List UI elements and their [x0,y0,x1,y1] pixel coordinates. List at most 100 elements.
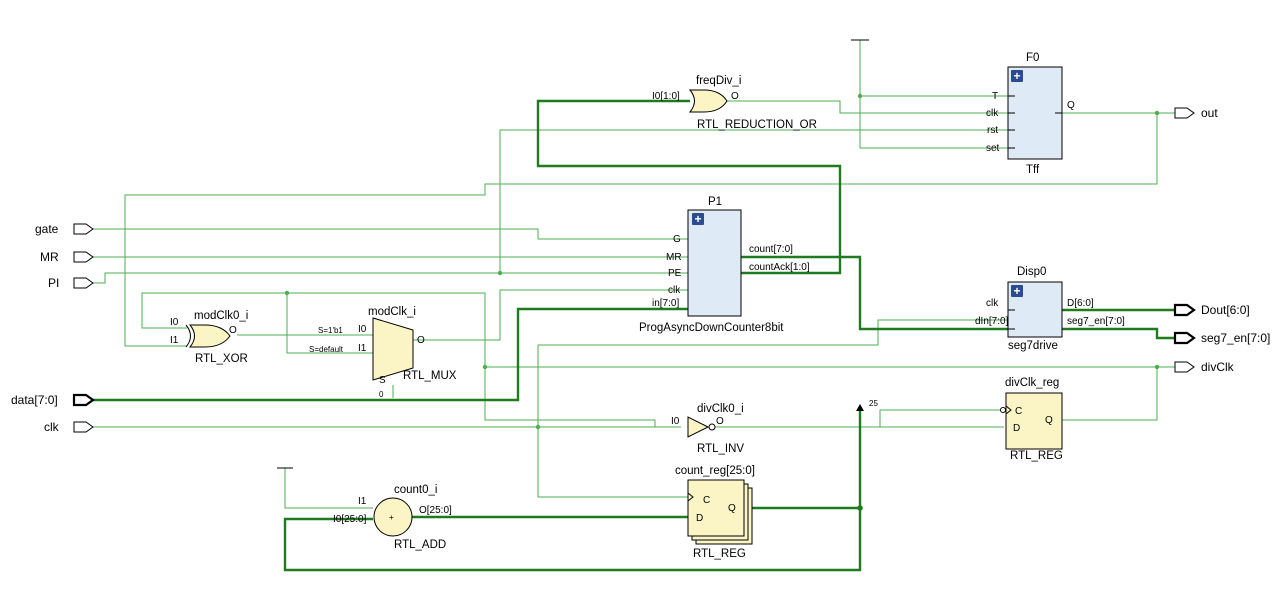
expand-icon[interactable] [1011,285,1023,297]
count0-symbol: + [389,513,394,522]
svg-text:+: + [1013,69,1020,83]
port-pi-label: PI [48,276,59,290]
port-out[interactable]: out [1174,106,1218,120]
port-pi[interactable]: PI [48,276,94,290]
modclk-pin-i0: I0 [358,324,367,335]
port-mr[interactable]: MR [40,250,94,264]
modclk-cond0: S=1'b1 [318,326,343,335]
inverter-icon [687,416,710,438]
cell-divclk0-type: RTL_INV [697,443,744,455]
port-data-label: data[7:0] [11,393,58,407]
modclk-cond1: S=default [309,345,344,354]
f0-pin-t: T [992,91,998,102]
modclk-selval: 0 [379,390,384,399]
mux-icon [372,317,414,381]
port-divclk[interactable]: divClk [1174,360,1235,374]
cell-countreg-type: RTL_REG [693,548,746,560]
cell-modclk-name: modClk_i [368,306,416,318]
output-ports: out Dout[6:0] seg7_en[7:0] divClk [1173,106,1270,374]
modclk-pin-i1: I1 [358,343,367,354]
divclkreg-pin-c: C [1015,406,1022,417]
f0-pin-q: Q [1067,100,1075,111]
port-data[interactable]: data[7:0] [11,393,95,407]
port-divclk-label: divClk [1201,360,1235,374]
cell-disp0-type: seg7drive [1008,340,1058,352]
port-clk[interactable]: clk [44,420,94,434]
cell-count0-name: count0_i [394,484,437,496]
cell-f0-type: Tff [1026,164,1040,176]
cell-countreg-name: count_reg[25:0] [675,465,755,477]
junction-dots [284,93,1160,511]
bus-tap-label: 25 [869,399,878,408]
freqdiv-pin-out: O [731,91,739,102]
disp0-pin-din: dIn[7:0] [975,316,1009,327]
p1-pin-pe: PE [668,268,682,279]
svg-text:+: + [694,212,701,226]
cell-f0-name: F0 [1026,52,1039,64]
p1-pin-countack: countAck[1:0] [749,262,810,273]
cell-divclkreg[interactable]: divClk_reg C D Q RTL_REG [1000,377,1063,462]
cell-p1-box [687,209,742,317]
cell-divclkreg-name: divClk_reg [1005,377,1059,389]
cell-p1-type: ProgAsyncDownCounter8bit [639,322,784,334]
countreg-pin-d: D [696,513,703,524]
modclk-pin-o: O [417,335,425,346]
port-seg7-en-label: seg7_en[7:0] [1201,331,1270,345]
cell-count0[interactable]: count0_i + I1 I0[25:0] O[25:0] RTL_ADD [333,484,452,551]
input-ports: gate MR PI data[7:0] clk [11,222,95,434]
divclk0-pin-out: O [716,416,724,427]
power-symbols [277,39,869,469]
modclk0-pin-o: O [229,325,237,336]
disp0-pin-d: D[6:0] [1067,298,1094,309]
port-out-label: out [1201,106,1218,120]
buses [93,99,1175,572]
countreg-pin-c: C [703,495,710,506]
port-dout[interactable]: Dout[6:0] [1173,303,1250,317]
port-clk-label: clk [44,420,60,434]
freqdiv-pin-in: I0[1:0] [652,91,680,102]
p1-pin-in: in[7:0] [652,298,679,309]
countreg-pin-q: Q [728,503,736,514]
port-gate[interactable]: gate [35,222,94,236]
modclk0-pin-i0: I0 [170,317,179,328]
cell-modclk[interactable]: modClk_i I0 I1 O S S=1'b1 S=default 0 RT… [309,306,457,399]
cell-divclkreg-type: RTL_REG [1010,450,1063,462]
cell-freqdiv-type: RTL_REDUCTION_OR [697,119,817,131]
cell-disp0-name: Disp0 [1017,266,1046,278]
cell-disp0[interactable]: Disp0 + clk dIn[7:0] D[6:0] seg7_en[7:0]… [975,266,1125,352]
port-mr-label: MR [40,250,59,264]
cell-p1-name: P1 [708,196,722,208]
divclkreg-pin-d: D [1013,423,1020,434]
port-gate-label: gate [35,222,59,236]
cell-modclk0-type: RTL_XOR [195,353,248,365]
expand-icon[interactable] [1011,70,1023,82]
cell-freqdiv[interactable]: freqDiv_i I0[1:0] O RTL_REDUCTION_OR [652,75,817,131]
xor-gate-icon [188,324,231,348]
cell-countreg[interactable]: count_reg[25:0] C D Q RTL_REG [675,465,755,560]
count0-pin-i0: I0[25:0] [333,514,367,525]
p1-pin-mr: MR [666,252,682,263]
cell-count0-type: RTL_ADD [394,539,446,551]
cell-p1[interactable]: P1 + G MR PE clk in[7:0] count[7:0] coun… [639,196,810,334]
modclk0-pin-i1: I1 [170,335,179,346]
or-gate-icon [688,89,728,113]
port-seg7-en[interactable]: seg7_en[7:0] [1173,331,1270,345]
cell-modclk0-name: modClk0_i [194,310,248,322]
modclk-pin-s: S [379,375,386,386]
disp0-pin-clk: clk [986,298,999,309]
p1-pin-count: count[7:0] [749,244,793,255]
register-icon [687,479,745,537]
divclkreg-pin-q: Q [1045,415,1053,426]
cell-divclk0[interactable]: divClk0_i I0 O RTL_INV [671,403,744,455]
cell-divclk0-name: divClk0_i [697,403,744,415]
p1-pin-g: G [673,234,681,245]
cell-f0[interactable]: F0 + T clk rst set Q Tff [986,52,1075,176]
bus-tap-marker: 25 [856,399,878,411]
port-dout-label: Dout[6:0] [1201,303,1250,317]
expand-icon[interactable] [692,213,704,225]
wires [93,40,1175,509]
cell-modclk0[interactable]: modClk0_i I0 I1 O RTL_XOR [170,310,248,365]
cell-modclk-type: RTL_MUX [403,370,457,382]
cell-freqdiv-name: freqDiv_i [696,75,741,87]
